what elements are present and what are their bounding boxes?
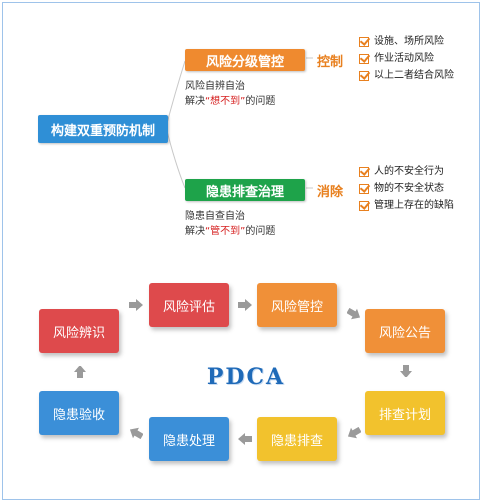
cycle-step-label: 隐患处理 — [162, 433, 215, 449]
desc-prefix: 解决 — [185, 96, 205, 107]
checkbox-icon — [359, 36, 369, 47]
arrow-left-icon — [238, 433, 252, 445]
cycle-step-risk-identify: 风险辨识 — [39, 309, 119, 353]
list-item: 设施、场所风险 — [359, 33, 454, 50]
check-label: 人的不安全行为 — [374, 166, 444, 177]
check-label: 设施、场所风险 — [374, 36, 444, 47]
risk-check-list: 设施、场所风险 作业活动风险 以上二者结合风险 — [359, 33, 454, 84]
cycle-step-hazard-accept: 隐患验收 — [39, 391, 119, 435]
desc-line: 解决“想不到”的问题 — [185, 94, 275, 109]
branch-hazard-check-desc: 隐患自查自治 解决“管不到”的问题 — [185, 209, 275, 239]
cycle-step-label: 风险辨识 — [52, 325, 105, 341]
desc-prefix: 解决 — [185, 226, 205, 237]
desc-quote: “管不到” — [205, 226, 246, 237]
branch-risk-control-desc: 风险自辨自治 解决“想不到”的问题 — [185, 79, 275, 109]
branch-risk-control: 风险分级管控 — [185, 49, 305, 71]
branch-risk-control-tag: 控制 — [317, 55, 344, 70]
check-label: 管理上存在的缺陷 — [374, 200, 454, 211]
cycle-step-label: 风险公告 — [378, 325, 431, 341]
desc-line: 风险自辨自治 — [185, 81, 245, 92]
desc-suffix: 的问题 — [245, 226, 276, 237]
check-label: 物的不安全状态 — [374, 183, 444, 194]
cycle-center-label: PDCA — [206, 364, 286, 390]
desc-line: 解决“管不到”的问题 — [185, 224, 275, 239]
arrow-right-icon — [129, 299, 143, 311]
list-item: 以上二者结合风险 — [359, 67, 454, 84]
checkbox-icon — [359, 70, 369, 81]
root-label: 构建双重预防机制 — [50, 123, 155, 139]
checkbox-icon — [359, 183, 369, 194]
cycle-step-label: 隐患排查 — [270, 433, 323, 449]
branch-hazard-check-tag: 消除 — [317, 185, 344, 200]
cycle-step-check-plan: 排查计划 — [365, 391, 445, 435]
list-item: 人的不安全行为 — [359, 163, 454, 180]
list-item: 物的不安全状态 — [359, 180, 454, 197]
checkbox-icon — [359, 166, 369, 177]
cycle-step-label: 风险管控 — [270, 299, 323, 315]
desc-suffix: 的问题 — [245, 96, 276, 107]
arrow-up-left-icon — [129, 427, 143, 439]
checkbox-icon — [359, 53, 369, 64]
branch-hazard-check-label: 隐患排查治理 — [205, 184, 284, 200]
branch-risk-control-label: 风险分级管控 — [205, 54, 284, 70]
checkbox-icon — [359, 200, 369, 211]
list-item: 管理上存在的缺陷 — [359, 197, 454, 214]
cycle-step-hazard-handle: 隐患处理 — [149, 417, 229, 461]
arrow-down-left-icon — [347, 427, 361, 439]
cycle-step-risk-assess: 风险评估 — [149, 283, 229, 327]
arrow-up-icon — [74, 366, 86, 378]
check-label: 作业活动风险 — [374, 53, 434, 64]
cycle-step-label: 排查计划 — [378, 407, 431, 423]
check-label: 以上二者结合风险 — [374, 70, 454, 81]
diagram-frame: 构建双重预防机制 风险分级管控 控制 风险自辨自治 解决“想不到”的问题 设施、… — [2, 2, 480, 500]
cycle-step-label: 风险评估 — [162, 299, 215, 315]
hazard-check-list: 人的不安全行为 物的不安全状态 管理上存在的缺陷 — [359, 163, 454, 214]
connector-lower — [165, 126, 186, 189]
cycle-step-label: 隐患验收 — [52, 407, 105, 423]
connector-upper — [165, 60, 186, 128]
arrow-right-icon — [238, 299, 252, 311]
desc-line: 隐患自查自治 — [185, 211, 245, 222]
cycle-step-risk-notice: 风险公告 — [365, 309, 445, 353]
cycle-step-hazard-check: 隐患排查 — [257, 417, 337, 461]
root-node: 构建双重预防机制 — [38, 115, 168, 143]
list-item: 作业活动风险 — [359, 50, 454, 67]
arrow-down-right-icon — [347, 308, 361, 320]
cycle-step-risk-control: 风险管控 — [257, 283, 337, 327]
arrow-down-icon — [400, 365, 412, 377]
branch-hazard-check: 隐患排查治理 — [185, 179, 305, 201]
desc-quote: “想不到” — [205, 96, 246, 107]
